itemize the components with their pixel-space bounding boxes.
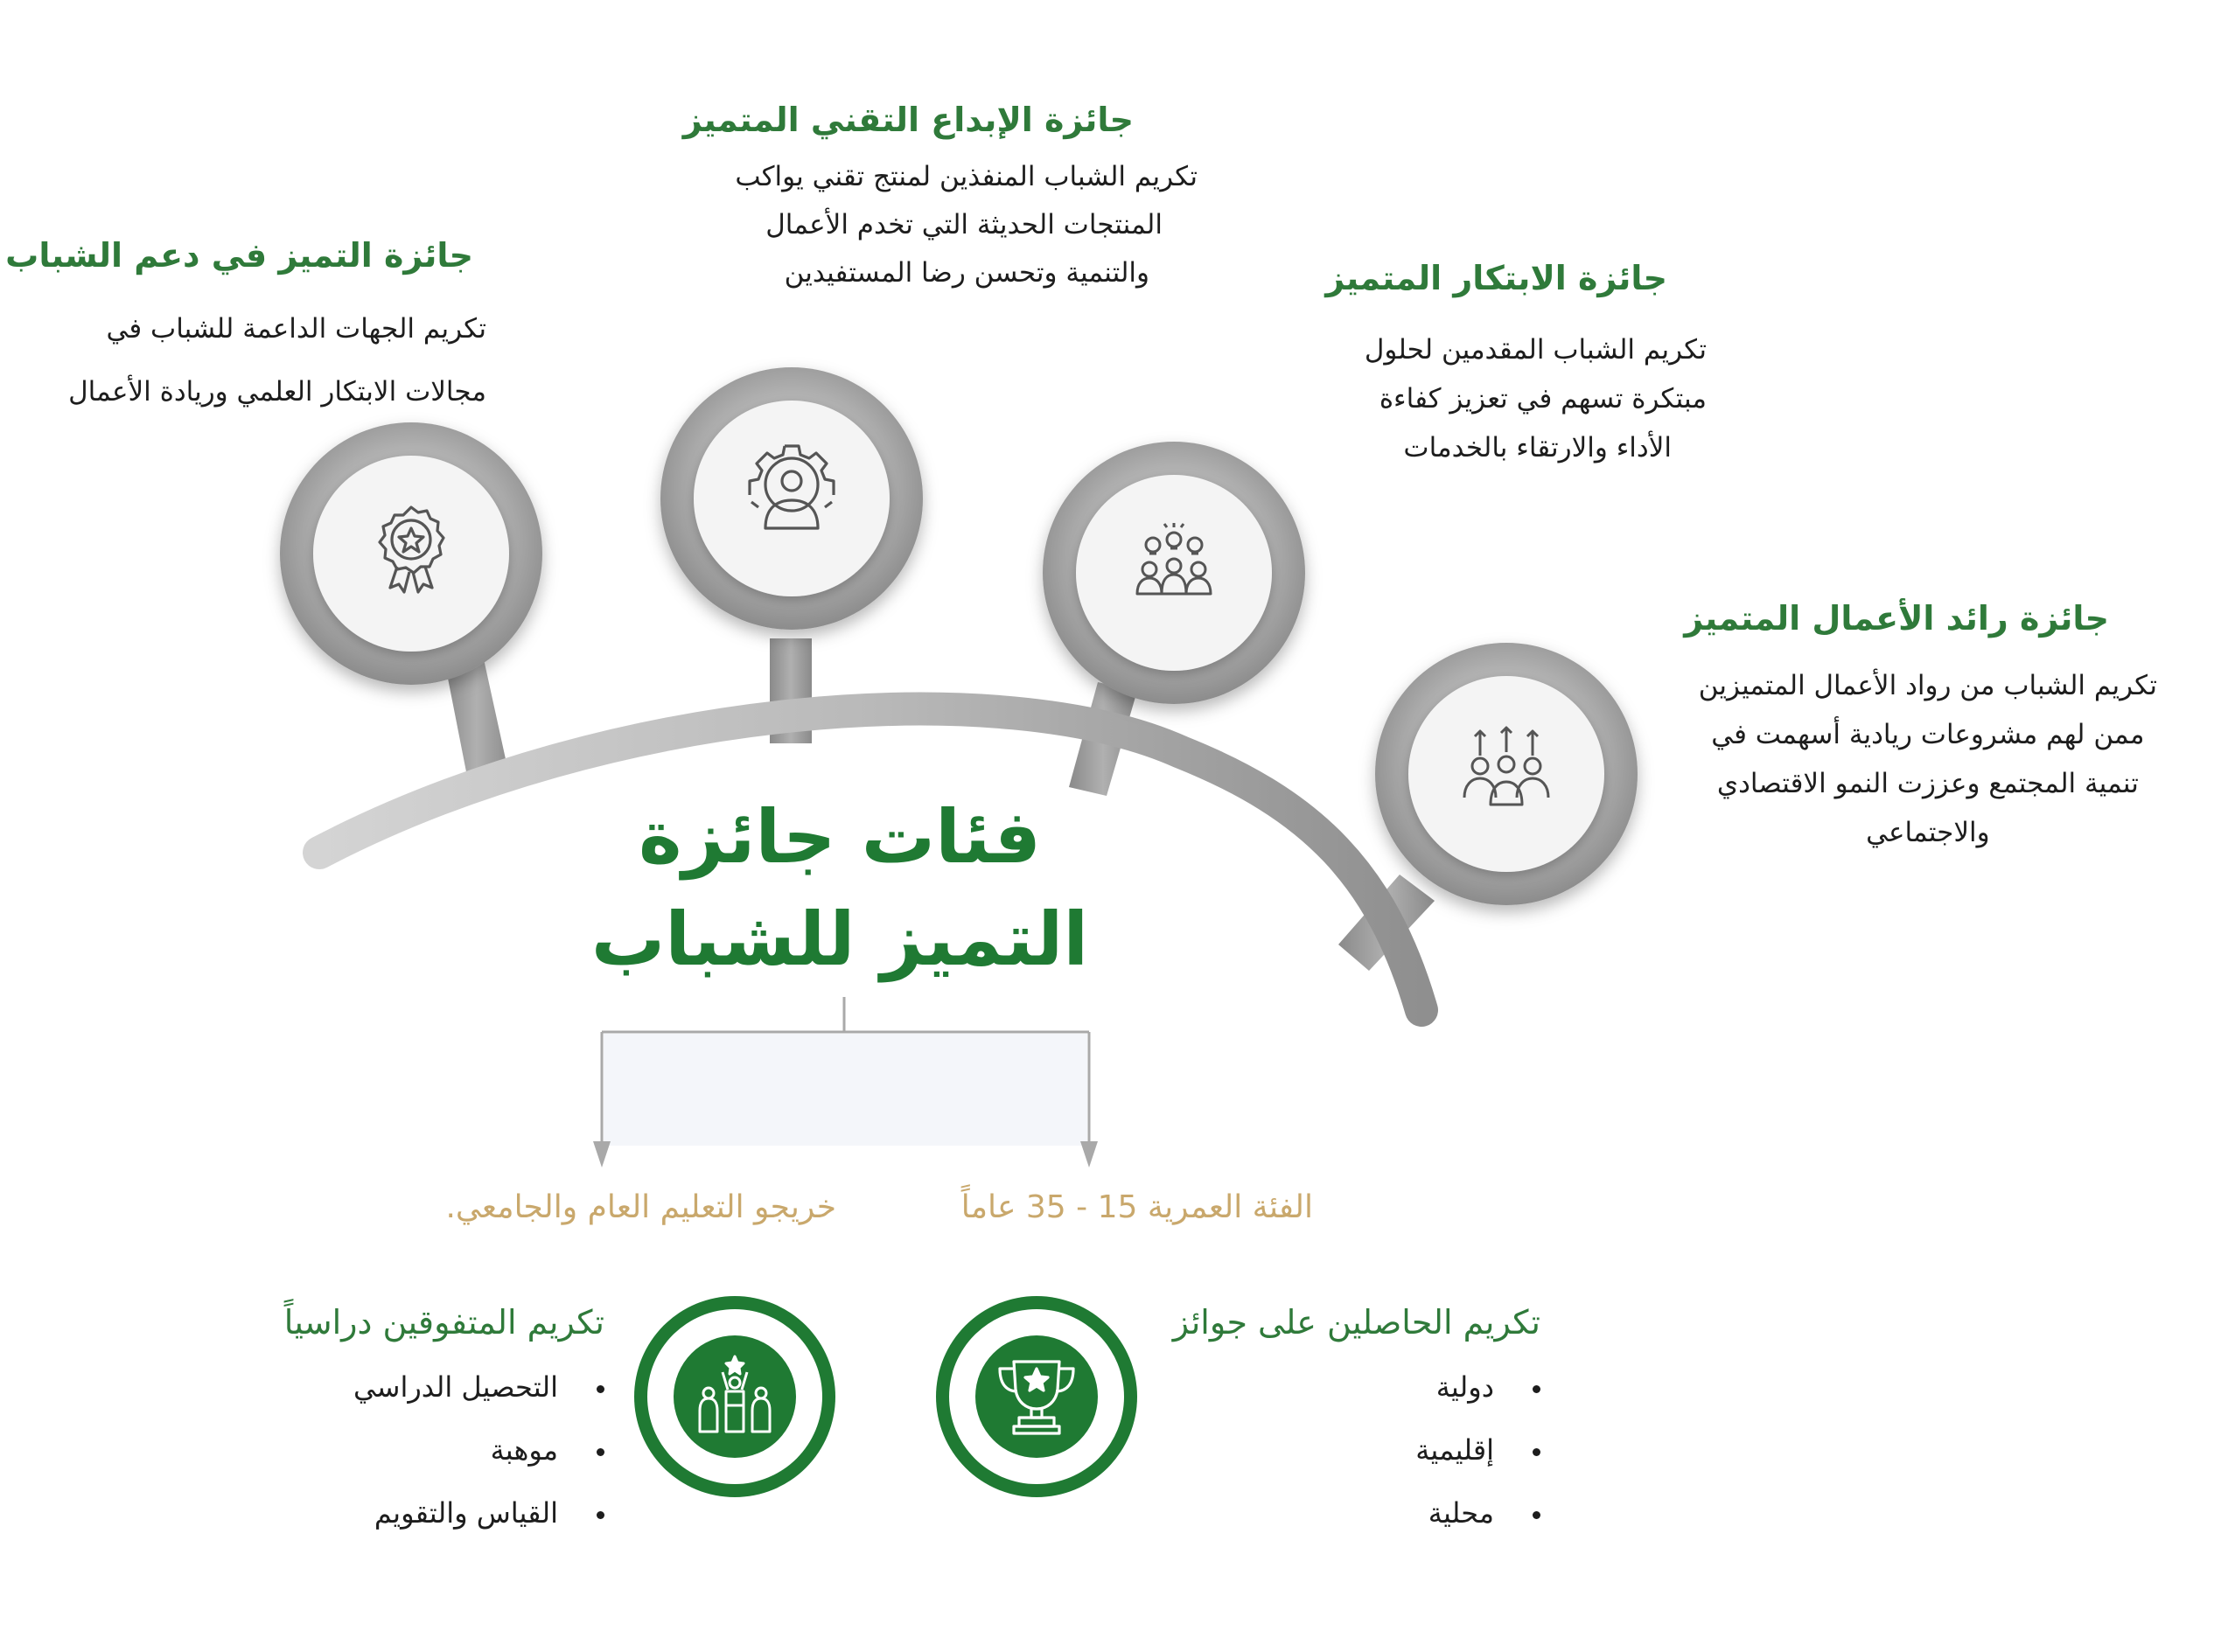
award-desc-line: تنمية المجتمع وعززت النمو الاقتصادي: [1716, 768, 2139, 799]
award-desc-youth-support: تكريم الجهات الداعمة للشباب في مجالات ال…: [68, 297, 486, 423]
honor-title-awards: تكريم الحاصلين على جوائز: [1172, 1303, 1540, 1342]
gear-person-icon: [748, 444, 835, 530]
award-desc-line: تكريم الشباب المنفذين لمنتج تقني يواكب: [735, 161, 1198, 192]
trophy-badge: [936, 1296, 1137, 1497]
list-item: القياس والتقويم: [353, 1481, 604, 1544]
arrow-right: [1080, 1141, 1098, 1168]
connector: [600, 997, 1091, 1154]
honor-list-awards: دولية إقليمية محلية: [1415, 1356, 1540, 1544]
list-item-label: القياس والتقويم: [374, 1496, 558, 1530]
award-desc-line: مجالات الابتكار العلمي وريادة الأعمال: [68, 376, 486, 408]
award-desc-line: والتنمية وتحسن رضا المستفيدين: [784, 257, 1149, 289]
award-desc-line: والاجتماعي: [1866, 817, 1990, 848]
podium-badge: [634, 1296, 835, 1497]
list-item-label: إقليمية: [1415, 1433, 1494, 1467]
award-desc-tech-creativity: تكريم الشباب المنفذين لمنتج تقني يواكب ا…: [735, 153, 1198, 297]
list-item: دولية: [1415, 1356, 1540, 1418]
list-item: موهبة: [353, 1418, 604, 1481]
eligibility-graduates: خريجو التعليم العام والجامعي.: [445, 1189, 836, 1225]
award-desc-line: المنتجات الحديثة التي تخدم الأعمال: [765, 209, 1163, 240]
group-ideas-icon: [1135, 523, 1212, 596]
arrow-left: [593, 1141, 611, 1168]
award-desc-line: الأداء والارتقاء بالخدمات: [1403, 432, 1672, 464]
award-desc-line: تكريم الجهات الداعمة للشباب في: [106, 313, 487, 345]
medal-star-icon: [378, 505, 445, 594]
list-item-label: التحصيل الدراسي: [353, 1370, 558, 1404]
connector-panel: [604, 1034, 1087, 1146]
award-desc-line: مبتكرة تسهم في تعزيز كفاءة: [1379, 383, 1707, 415]
list-item: إقليمية: [1415, 1418, 1540, 1481]
list-item-label: محلية: [1428, 1496, 1494, 1530]
bullet-icon: [597, 1510, 604, 1519]
list-item: محلية: [1415, 1481, 1540, 1544]
award-desc-line: تكريم الشباب من رواد الأعمال المتميزين: [1698, 670, 2157, 701]
honor-title-academic: تكريم المتفوقين دراسياً: [283, 1303, 604, 1342]
bullet-icon: [1533, 1510, 1540, 1519]
group-growth-icon: [1463, 726, 1550, 806]
award-title-entrepreneur: جائزة رائد الأعمال المتميز: [1684, 599, 2109, 638]
award-desc-innovation: تكريم الشباب المقدمين لحلول مبتكرة تسهم …: [1365, 325, 1707, 472]
award-title-tech-creativity: جائزة الإبداع التقني المتميز: [682, 101, 1134, 139]
pin-4: [1375, 643, 1638, 905]
pin-1: [280, 422, 542, 685]
bullet-icon: [1533, 1384, 1540, 1393]
main-arc: [303, 692, 1438, 1027]
list-item-label: موهبة: [490, 1433, 558, 1467]
award-desc-entrepreneur: تكريم الشباب من رواد الأعمال المتميزين م…: [1699, 661, 2157, 857]
bullet-icon: [597, 1447, 604, 1456]
trophy-icon: [998, 1360, 1075, 1435]
main-title-line-2: التميز للشباب: [590, 896, 1089, 982]
list-item: التحصيل الدراسي: [353, 1356, 604, 1418]
eligibility-age: الفئة العمرية 15 - 35 عاماً: [960, 1189, 1313, 1225]
honor-list-academic: التحصيل الدراسي موهبة القياس والتقويم: [353, 1356, 604, 1544]
list-item-label: دولية: [1435, 1370, 1494, 1404]
podium-winners-icon: [698, 1355, 772, 1433]
main-title-line-1: فئات جائزة: [639, 794, 1041, 880]
bullet-icon: [597, 1384, 604, 1393]
award-title-youth-support: جائزة التميز في دعم الشباب: [5, 236, 473, 275]
pin-2: [660, 367, 923, 630]
award-desc-line: ممن لهم مشروعات ريادية أسهمت في: [1711, 719, 2145, 750]
award-title-innovation: جائزة الابتكار المتميز: [1325, 259, 1667, 297]
bullet-icon: [1533, 1447, 1540, 1456]
award-desc-line: تكريم الشباب المقدمين لحلول: [1364, 334, 1707, 366]
